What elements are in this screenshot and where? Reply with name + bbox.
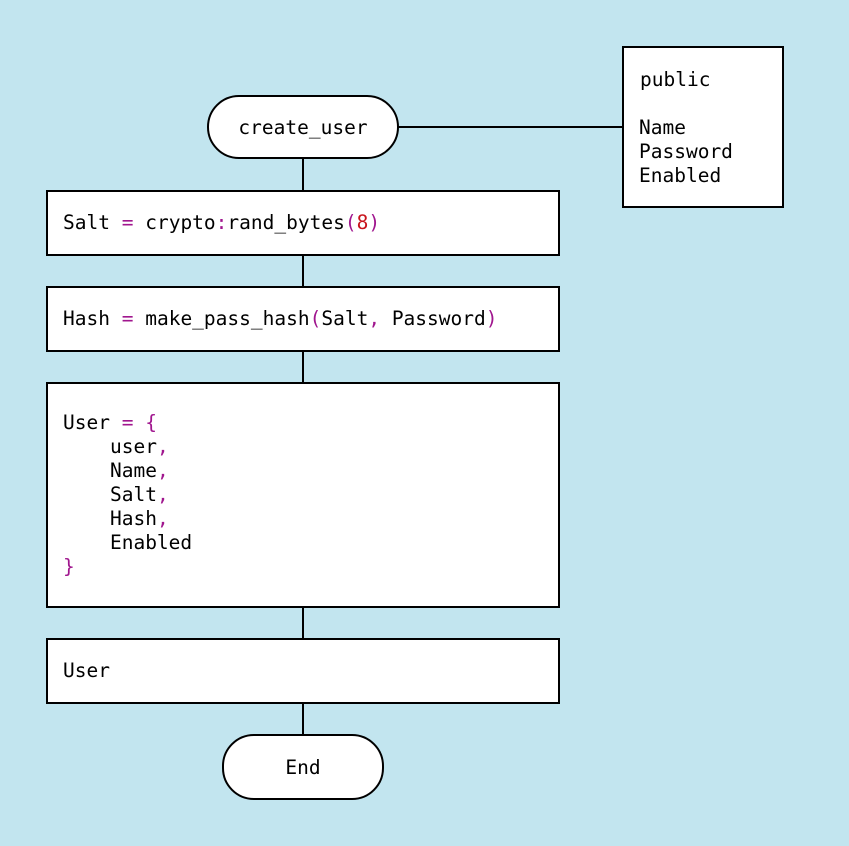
user-brace-close: } [63,555,75,578]
hash-statement: Hash = make_pass_hash(Salt, Password) [63,307,497,331]
hash-paren-close: ) [485,307,498,330]
salt-module: crypto [145,211,216,234]
note-param-enabled: Enabled [639,164,722,187]
salt-var: Salt [63,211,110,234]
hash-var: Hash [63,307,110,330]
field-comma: , [156,435,169,458]
salt-paren-open: ( [344,211,357,234]
salt-paren-close: ) [368,211,381,234]
note-param-name: Name [639,116,686,139]
connector-start-to-note [397,126,623,128]
connector-start-to-salt [302,158,304,191]
salt-assign-op: = [121,211,134,234]
result-value: User [63,659,110,682]
connector-result-to-end [302,702,304,735]
connector-salt-to-hash [302,254,304,287]
field-comma: , [156,459,169,482]
hash-assign-op: = [121,307,134,330]
user-record-code: User = { user, Name, Salt, Hash, Enabled… [63,411,192,579]
user-field-enabled: Enabled [109,531,193,554]
hash-func: make_pass_hash [145,307,310,330]
note-param-password: Password [639,140,733,163]
params-note: public Name Password Enabled [622,46,784,208]
salt-statement: Salt = crypto:rand_bytes(8) [63,211,380,235]
start-label: create_user [238,115,368,139]
salt-arg: 8 [356,211,369,234]
start-terminal: create_user [207,95,399,159]
field-comma: , [156,483,169,506]
field-comma: , [156,507,169,530]
user-field-tag: user [109,435,157,458]
user-field-hash: Hash [109,507,157,530]
user-field-salt: Salt [109,483,157,506]
hash-paren-open: ( [309,307,322,330]
step-salt: Salt = crypto:rand_bytes(8) [46,190,560,256]
hash-arg-salt: Salt [321,307,369,330]
connector-hash-to-user [302,350,304,383]
user-assign-op: = [121,411,134,434]
end-terminal: End [222,734,384,800]
salt-func: rand_bytes [227,211,345,234]
user-brace-open: { [145,411,157,434]
hash-arg-comma: , [368,307,381,330]
end-label: End [285,755,321,779]
note-visibility: public [640,68,711,91]
step-result: User [46,638,560,704]
salt-module-colon: : [215,211,228,234]
user-var: User [63,411,110,434]
hash-arg-password: Password [391,307,486,330]
user-field-name: Name [109,459,157,482]
step-user-record: User = { user, Name, Salt, Hash, Enabled… [46,382,560,608]
step-hash: Hash = make_pass_hash(Salt, Password) [46,286,560,352]
connector-user-to-result [302,606,304,639]
